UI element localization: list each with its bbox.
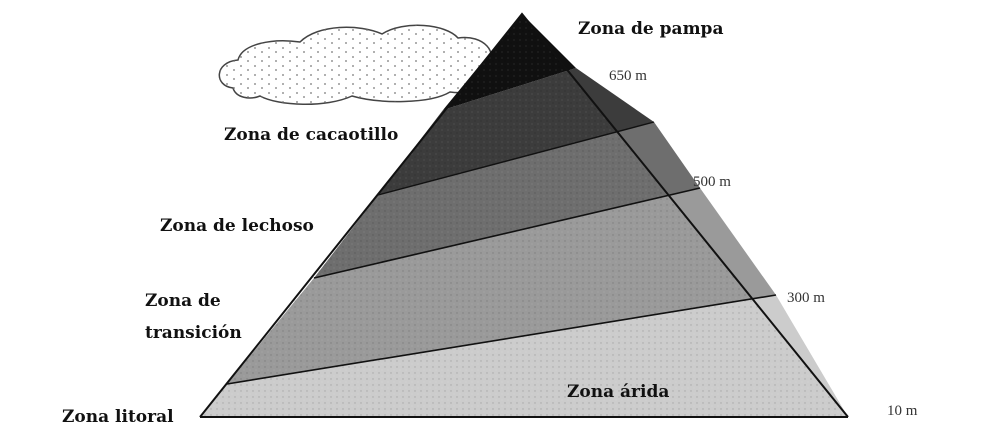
altitude-500-label: 500 m: [693, 174, 731, 190]
altitude-650-label: 650 m: [609, 68, 647, 84]
zone-arida-label: Zona árida: [567, 382, 669, 402]
altitude-10-label: 10 m: [887, 403, 918, 419]
zone-transicion-label-line1: Zona de: [145, 291, 221, 311]
pyramid: [199, 12, 849, 418]
altitude-300-label: 300 m: [787, 290, 825, 306]
zone-cacaotillo-label: Zona de cacaotillo: [224, 125, 398, 145]
zone-pampa-label: Zona de pampa: [578, 19, 723, 39]
zone-litoral-label: Zona litoral: [62, 407, 174, 426]
zone-transicion-label-line2: transición: [145, 323, 242, 343]
pyramid-outline: [199, 12, 849, 418]
cloud-icon: [218, 24, 492, 105]
zone-lechoso-label: Zona de lechoso: [160, 216, 314, 236]
